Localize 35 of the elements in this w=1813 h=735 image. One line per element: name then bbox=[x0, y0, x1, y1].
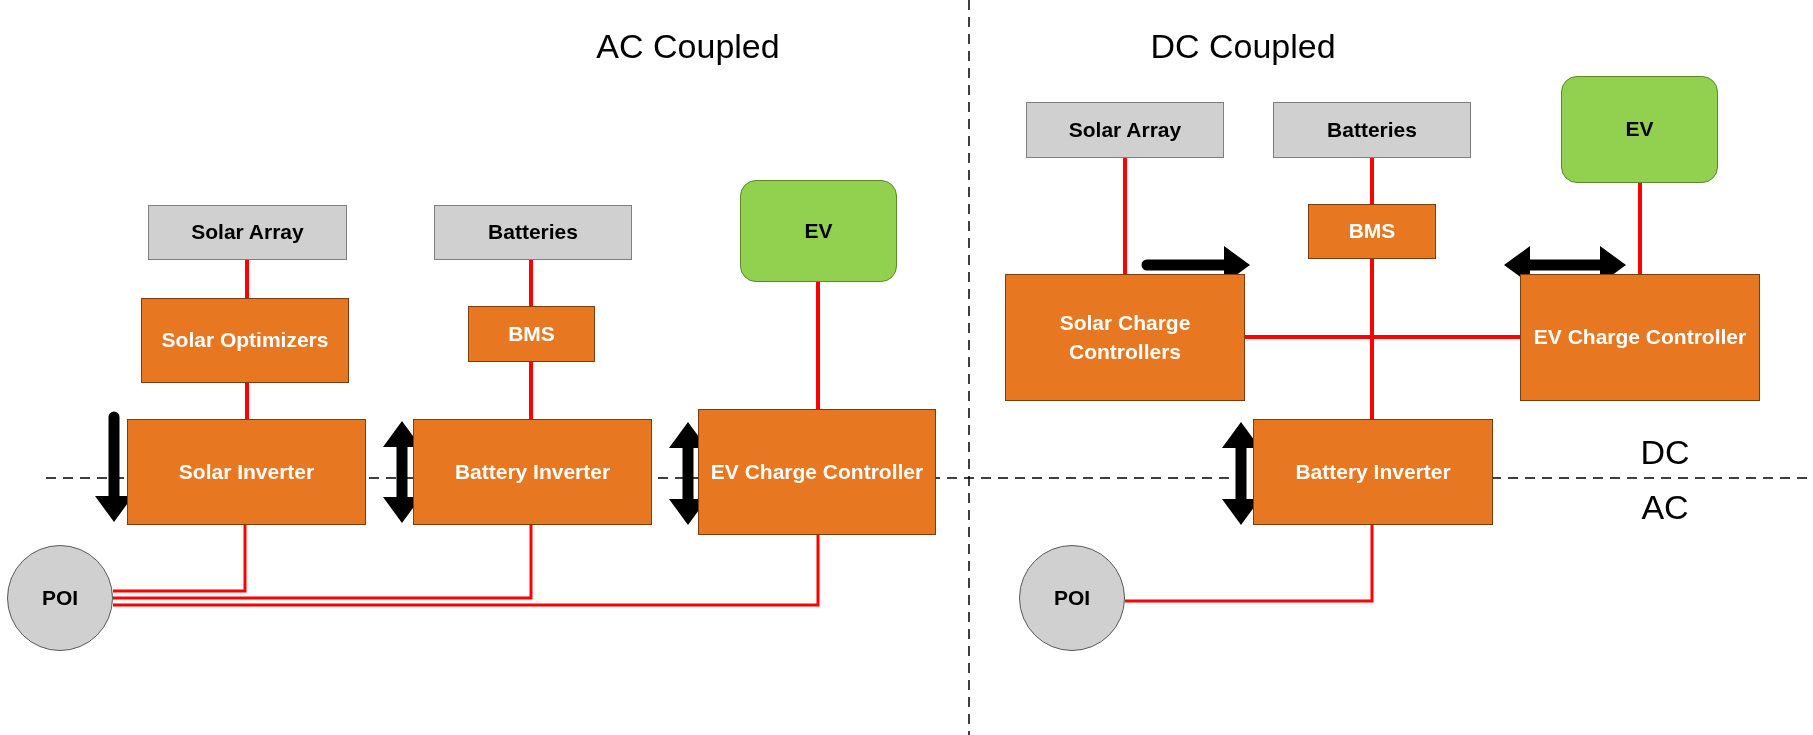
converter-box: BMS bbox=[468, 306, 595, 362]
converter-box: EV Charge Controller bbox=[698, 409, 936, 535]
connector-line bbox=[1245, 335, 1520, 339]
connector-line bbox=[1123, 158, 1127, 274]
grid-connection-circle: POI bbox=[1019, 545, 1125, 651]
power-cable bbox=[113, 525, 533, 600]
vehicle-box: EV bbox=[740, 180, 897, 282]
connector-line bbox=[529, 260, 533, 306]
source-box: Batteries bbox=[1273, 102, 1471, 158]
source-box: Solar Array bbox=[1026, 102, 1224, 158]
power-cable bbox=[113, 535, 820, 607]
connector-line bbox=[529, 362, 533, 419]
power-cable bbox=[1125, 525, 1374, 603]
grid-connection-circle: POI bbox=[7, 545, 113, 651]
connector-line bbox=[1370, 158, 1374, 204]
section-heading: DC Coupled bbox=[1150, 26, 1336, 66]
power-cable bbox=[113, 525, 247, 593]
zone-label: AC bbox=[1641, 487, 1689, 527]
connector-line bbox=[245, 383, 249, 419]
converter-box: BMS bbox=[1308, 204, 1436, 259]
converter-box: Solar Optimizers bbox=[141, 298, 349, 383]
vehicle-box: EV bbox=[1561, 76, 1718, 183]
converter-box: Solar Inverter bbox=[127, 419, 366, 525]
connector-line bbox=[1638, 183, 1642, 274]
converter-box: Battery Inverter bbox=[1253, 419, 1493, 525]
connector-line bbox=[245, 260, 249, 298]
source-box: Batteries bbox=[434, 205, 632, 260]
converter-box: Solar Charge Controllers bbox=[1005, 274, 1245, 401]
zone-label: DC bbox=[1640, 432, 1690, 472]
connector-line bbox=[816, 282, 820, 409]
source-box: Solar Array bbox=[148, 205, 347, 260]
connector-line bbox=[1370, 259, 1374, 419]
converter-box: Battery Inverter bbox=[413, 419, 652, 525]
section-heading: AC Coupled bbox=[596, 26, 780, 66]
converter-box: EV Charge Controller bbox=[1520, 274, 1760, 401]
